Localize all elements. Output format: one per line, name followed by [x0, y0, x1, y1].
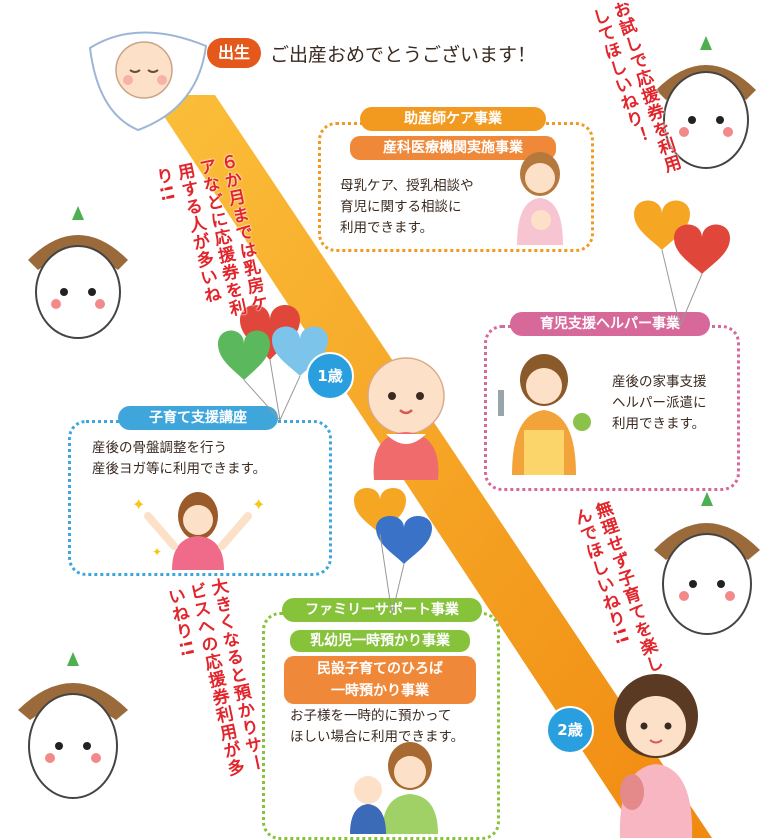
mascot-top-right	[656, 36, 756, 169]
yoga-woman-illustration: ✦ ✦ ✦	[132, 492, 265, 570]
midwife-care-title: 助産師ケア事業	[360, 107, 546, 131]
two-year-old-girl-illustration	[614, 674, 698, 838]
mother-nursing-illustration	[517, 152, 563, 245]
one-year-old-baby-illustration	[367, 357, 445, 480]
childcare-helper-title: 育児支援ヘルパー事業	[510, 312, 710, 336]
heart-balloons-center	[354, 488, 432, 614]
family-support-description: お子様を一時的に預かって ほしい場合に利用できます。	[290, 708, 465, 745]
mother-and-child-illustration	[350, 742, 438, 834]
infant-temporary-care-subtitle: 乳幼児一時預かり事業	[290, 630, 470, 652]
helper-woman-illustration	[498, 354, 591, 475]
midwife-care-description: 母乳ケア、授乳相談や 育児に関する相談に 利用できます。	[340, 178, 474, 236]
heart-balloons-left	[218, 305, 328, 420]
mascot-left-upper	[28, 206, 128, 339]
parenting-course-description: 産後の骨盤調整を行う 産後ヨガ等に利用できます。	[92, 440, 267, 477]
mascot-right-lower	[654, 492, 760, 635]
obstetric-institution-subtitle: 産科医療機関実施事業	[350, 136, 556, 160]
age-one-badge: 1歳	[306, 352, 354, 400]
svg-text:✦: ✦	[132, 495, 145, 514]
svg-text:✦: ✦	[252, 495, 265, 514]
childcare-helper-description: 産後の家事支援 ヘルパー派遣に 利用できます。	[612, 374, 707, 432]
parenting-course-title: 子育て支援講座	[118, 406, 278, 430]
age-two-badge: 2歳	[546, 706, 594, 754]
congratulations-text: ご出産おめでとうございます！	[270, 44, 537, 66]
newborn-baby-illustration	[88, 31, 208, 132]
mascot-left-lower	[18, 652, 128, 799]
private-childcare-plaza-subtitle: 民設子育てのひろば 一時預かり事業	[284, 656, 476, 704]
childcare-helper-card	[484, 325, 740, 491]
heart-balloons-right	[634, 200, 730, 326]
family-support-title: ファミリーサポート事業	[282, 598, 482, 622]
birth-badge: 出生	[207, 38, 261, 68]
svg-text:✦: ✦	[152, 545, 162, 559]
